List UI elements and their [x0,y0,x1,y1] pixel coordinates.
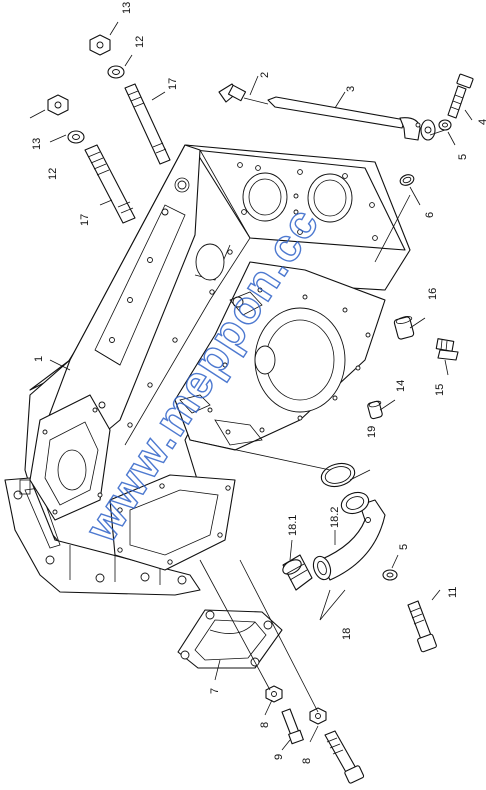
filler-tube [267,96,436,141]
callout-3: 3 [345,86,357,92]
dowel-pin-16 [393,316,415,340]
drain-plug-15 [435,338,459,361]
bolt-4 [447,73,474,119]
callout-8-right: 8 [301,758,313,764]
nut-13-upper [89,34,111,56]
stud-17-upper [124,83,171,165]
callout-9: 9 [273,754,285,760]
cover-plate-7 [177,609,283,669]
callout-19: 19 [366,426,378,438]
washer-5-top [438,119,452,131]
callout-13-upper: 13 [121,2,133,14]
o-ring-19 [320,462,356,488]
housing-rear-flange [174,261,386,451]
callout-17-upper: 17 [167,78,179,90]
callout-16: 16 [427,288,439,300]
long-bolt [324,730,365,784]
callout-1: 1 [33,356,45,362]
washer-12-upper [107,65,125,79]
filter-18-1 [282,554,313,591]
bolt-9 [281,708,304,745]
bolt-11 [407,600,437,653]
washer-12-left [67,130,85,144]
housing-side-window [29,394,111,521]
o-ring-6 [399,174,415,186]
washer-8-left [265,685,283,703]
callout-5-lower: 5 [398,544,410,550]
dipstick [218,83,269,105]
callout-18: 18 [341,628,353,640]
elbow-pipe-18 [312,491,386,581]
callout-5-top: 5 [457,154,469,160]
callout-14: 14 [395,380,407,392]
dowel-pin-14 [367,400,383,420]
callout-12-left: 12 [47,168,59,180]
nut-13-left [47,94,69,116]
callout-18-2: 18.2 [329,507,341,528]
washer-5-lower [382,569,398,581]
callout-6: 6 [424,212,436,218]
callout-18-1: 18.1 [287,515,299,536]
callout-8-left: 8 [259,722,271,728]
stud-17-left [84,144,136,224]
washer-8-right [309,707,327,725]
callout-15: 15 [434,384,446,396]
callout-2: 2 [259,72,271,78]
callout-13-left: 13 [31,138,43,150]
callout-11: 11 [447,587,459,598]
callout-7: 7 [209,688,221,694]
callout-labels: 1 2 3 4 5 6 13 12 17 13 12 17 16 15 14 1… [31,2,486,764]
callout-12-upper: 12 [134,36,146,48]
callout-17-left: 17 [79,214,91,226]
leader-lines [29,21,473,751]
callout-4: 4 [477,119,486,125]
housing-inspection-plate [109,474,236,571]
